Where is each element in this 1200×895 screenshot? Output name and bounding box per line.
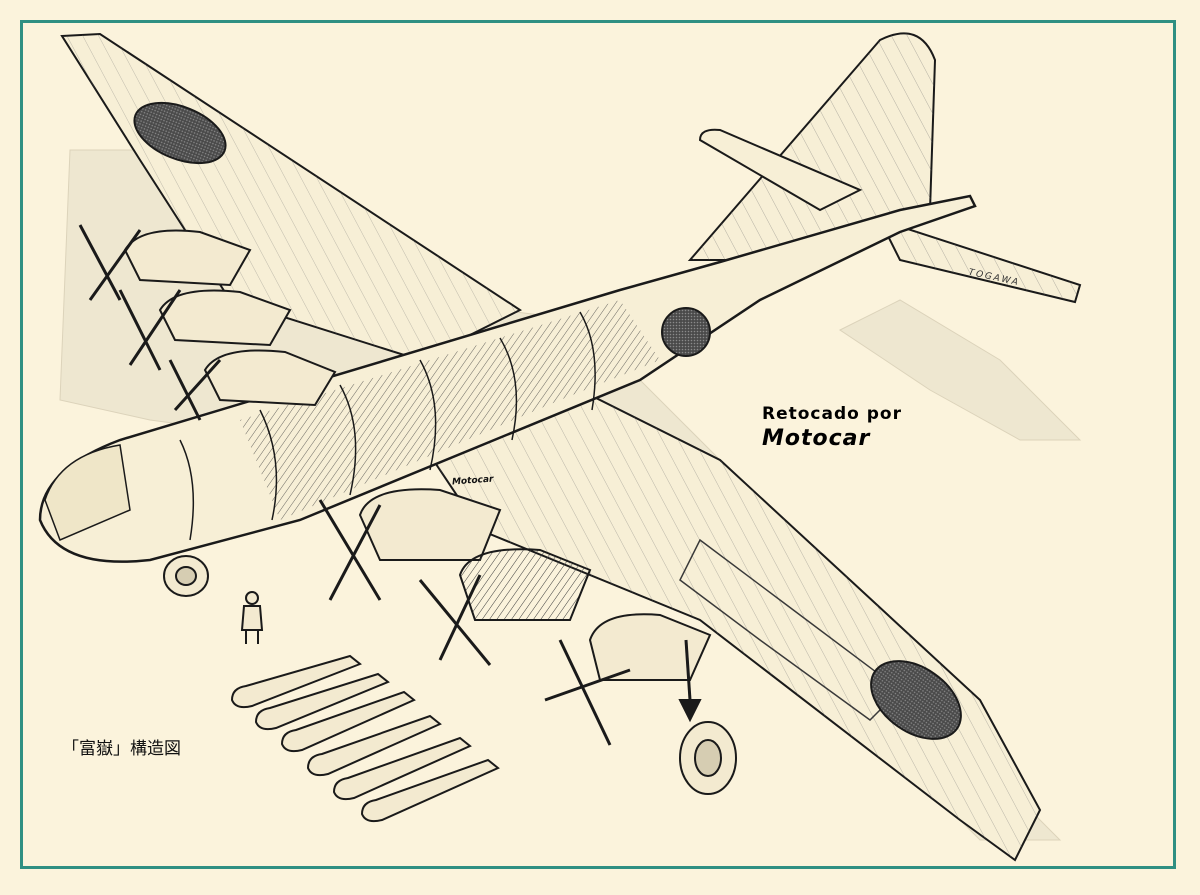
credit-line-1: Retocado por (762, 404, 902, 424)
right-wing-roundel (870, 660, 962, 740)
nose-glazing (44, 444, 131, 541)
right-wing (418, 388, 1042, 862)
landing-gear (163, 555, 737, 795)
diagram-caption: 「富嶽」構造図 (62, 739, 181, 759)
bomb-load (230, 654, 500, 823)
upper-propellers (78, 224, 222, 421)
tail-assembly (687, 32, 1082, 304)
fuselage (38, 194, 977, 563)
crew-figure (240, 591, 264, 644)
gun-turret-dome (661, 307, 711, 357)
upper-engines (78, 224, 337, 421)
lower-engines (318, 488, 712, 746)
credit-line-2: Motocar (762, 426, 871, 451)
lower-propellers (318, 499, 631, 746)
retouch-credit: Retocado por Motocar (762, 404, 902, 451)
image-border-frame (20, 20, 1176, 869)
left-wing-roundel (133, 101, 227, 165)
left-wing (60, 32, 523, 362)
